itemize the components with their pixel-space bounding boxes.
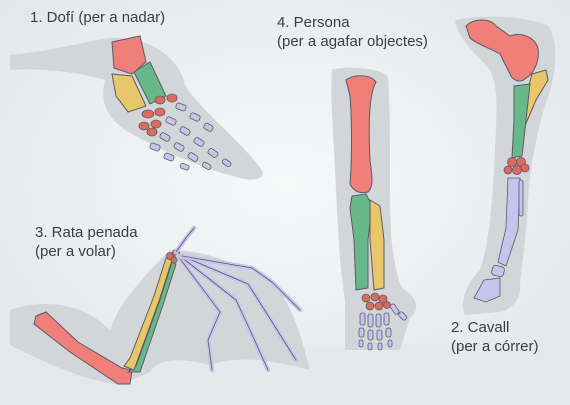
horse-label: 2. Cavall (per a córrer) (451, 318, 539, 356)
horse-label-line1: 2. Cavall (451, 318, 539, 337)
person-label-line1: 4. Persona (277, 13, 428, 32)
bat-label-line2: (per a volar) (35, 242, 138, 261)
bat-label: 3. Rata penada (per a volar) (35, 223, 138, 261)
person-label-line2: (per a agafar objectes) (277, 32, 428, 51)
person-label: 4. Persona (per a agafar objectes) (277, 13, 428, 51)
dolphin-label: 1. Dofí (per a nadar) (30, 8, 165, 27)
bat-label-line1: 3. Rata penada (35, 223, 138, 242)
horse-label-line2: (per a córrer) (451, 337, 539, 356)
dolphin-label-text: 1. Dofí (per a nadar) (30, 8, 165, 27)
